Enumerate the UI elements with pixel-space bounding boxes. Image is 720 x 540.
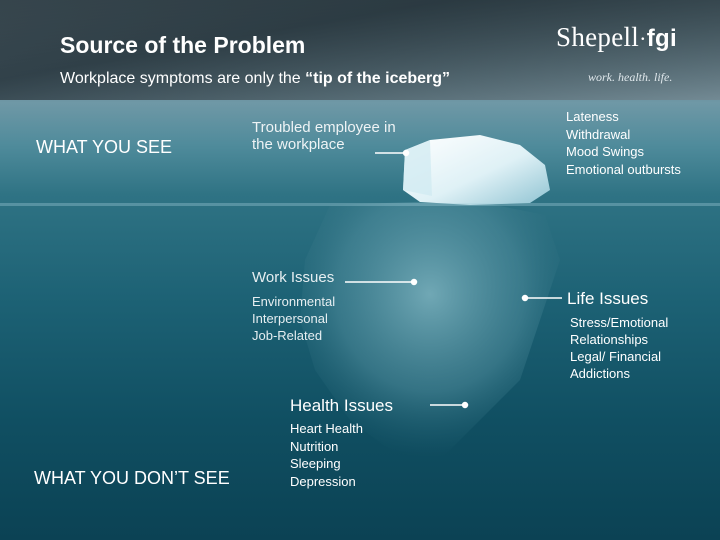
page-title: Source of the Problem xyxy=(60,32,306,58)
list-item: Withdrawal xyxy=(566,126,631,142)
troubled-employee-label: Troubled employee in the workplace xyxy=(252,119,396,153)
header-band xyxy=(0,0,720,100)
list-item: Relationships xyxy=(570,332,649,347)
list-item: Mood Swings xyxy=(566,144,645,159)
underwater-iceberg xyxy=(300,200,560,470)
health-issues-heading: Health Issues xyxy=(290,396,393,415)
what-you-see-label: WHAT YOU SEE xyxy=(36,137,173,157)
life-issues-heading: Life Issues xyxy=(567,289,649,308)
list-item: Depression xyxy=(290,473,356,489)
page-subtitle: Workplace symptoms are only the “tip of … xyxy=(60,70,451,87)
list-item: Lateness xyxy=(566,109,619,124)
list-item: Environmental xyxy=(252,294,336,309)
work-issues-heading: Work Issues xyxy=(252,269,335,286)
iceberg-tip xyxy=(403,135,550,205)
list-item: Legal/ Financial xyxy=(570,349,662,364)
work-issues-list: Environmental Interpersonal Job-Related xyxy=(252,293,335,344)
list-item: Job-Related xyxy=(252,328,323,343)
list-item: Heart Health xyxy=(290,421,363,436)
logo-tagline: work. health. life. xyxy=(588,70,673,84)
list-item: Nutrition xyxy=(290,438,339,454)
list-item: Sleeping xyxy=(290,456,341,471)
shepell-fgi-logo: Shepell·fgi work. health. life. xyxy=(556,22,677,84)
subtitle-emphasis: “tip of the iceberg” xyxy=(305,70,451,87)
list-item: Stress/Emotional xyxy=(570,315,669,330)
list-item: Interpersonal xyxy=(252,311,328,326)
list-item: Emotional outbursts xyxy=(566,161,681,177)
symptoms-list: Lateness Withdrawal Mood Swings Emotiona… xyxy=(566,108,681,178)
health-issues-list: Heart Health Nutrition Sleeping Depressi… xyxy=(290,420,363,490)
what-you-dont-see-label: WHAT YOU DON’T SEE xyxy=(34,468,230,488)
list-item: Addictions xyxy=(570,366,630,381)
life-issues-list: Stress/Emotional Relationships Legal/ Fi… xyxy=(570,314,668,382)
